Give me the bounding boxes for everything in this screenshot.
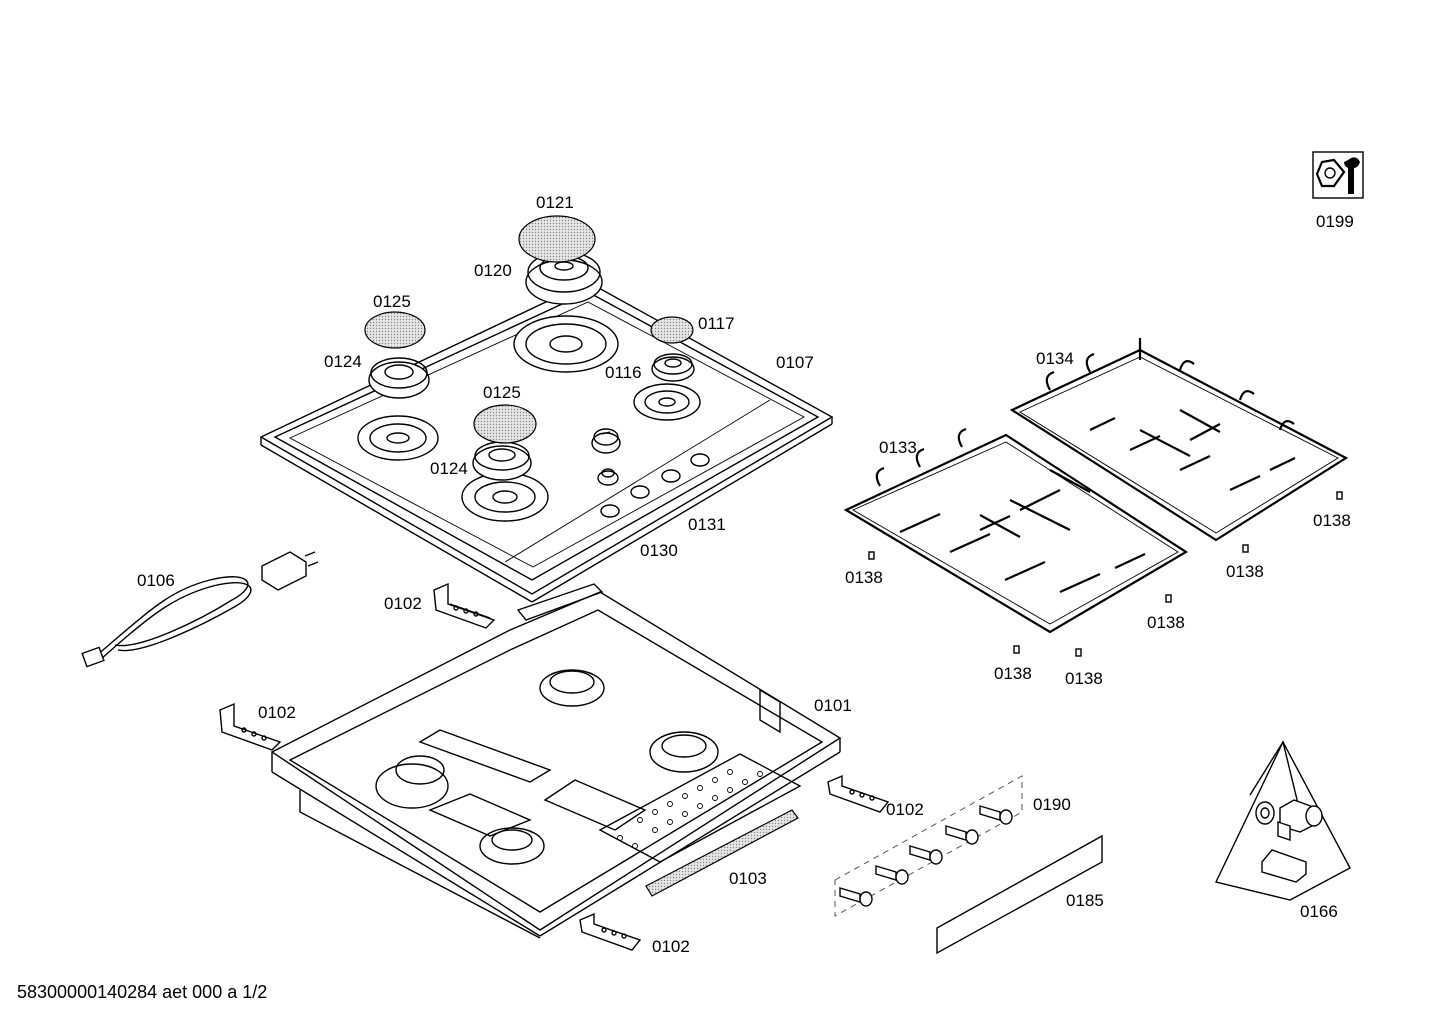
base-tray-0101 bbox=[270, 583, 842, 939]
label-0131: 0131 bbox=[688, 515, 726, 534]
document-code: 58300000140284 aet 000 a 1/2 bbox=[17, 982, 267, 1002]
label-0185: 0185 bbox=[1066, 891, 1104, 910]
label-0121: 0121 bbox=[536, 193, 574, 212]
burner-seat-left bbox=[357, 415, 439, 461]
pan-support-0133 bbox=[843, 427, 1189, 634]
label-0125-top: 0125 bbox=[373, 292, 411, 311]
label-0125-front: 0125 bbox=[483, 383, 521, 402]
seal-strip-0103 bbox=[645, 809, 799, 897]
label-0130: 0130 bbox=[640, 541, 678, 560]
control-holes-0130 bbox=[597, 453, 710, 518]
label-0124-front: 0124 bbox=[430, 459, 468, 478]
label-0101: 0101 bbox=[814, 696, 852, 715]
mounting-bracket-0102-left bbox=[219, 702, 282, 751]
label-0102-right: 0102 bbox=[886, 800, 924, 819]
label-0134: 0134 bbox=[1036, 349, 1074, 368]
label-0120: 0120 bbox=[474, 261, 512, 280]
rubber-feet-0138 bbox=[868, 491, 1343, 657]
part-labels: 0121 0120 0125 0117 0124 0116 0107 0125 … bbox=[137, 193, 1354, 956]
label-0138-e: 0138 bbox=[994, 664, 1032, 683]
wrench-nut-icon bbox=[1312, 151, 1364, 199]
label-0106: 0106 bbox=[137, 571, 175, 590]
hob-top-plate bbox=[259, 281, 834, 603]
gas-connector-kit-0166 bbox=[1214, 740, 1351, 901]
label-0103: 0103 bbox=[729, 869, 767, 888]
burner-head-0124a bbox=[368, 357, 430, 399]
burner-seat-right bbox=[633, 383, 701, 421]
label-0138-a: 0138 bbox=[845, 568, 883, 587]
label-0102-top: 0102 bbox=[384, 594, 422, 613]
label-0138-b: 0138 bbox=[1313, 511, 1351, 530]
label-0102-left: 0102 bbox=[258, 703, 296, 722]
power-cable-0106 bbox=[81, 551, 319, 668]
pan-support-0134 bbox=[1009, 338, 1349, 542]
label-0107: 0107 bbox=[776, 353, 814, 372]
burner-head-0116 bbox=[651, 353, 695, 382]
label-0138-c: 0138 bbox=[1226, 562, 1264, 581]
mounting-bracket-0102-bottom bbox=[579, 912, 642, 951]
burner-seat-large bbox=[513, 315, 619, 373]
mounting-bracket-0102-right bbox=[827, 774, 890, 813]
screw-set-0190 bbox=[834, 775, 1023, 917]
mounting-bracket-0102-top bbox=[433, 582, 496, 629]
label-0124-left: 0124 bbox=[324, 352, 362, 371]
burner-cap-0125a bbox=[364, 311, 426, 349]
burner-cap-0121 bbox=[518, 215, 596, 263]
label-0138-f: 0138 bbox=[1065, 669, 1103, 688]
label-0138-d: 0138 bbox=[1147, 613, 1185, 632]
label-0116: 0116 bbox=[605, 363, 642, 382]
control-knob-0131 bbox=[591, 428, 621, 454]
label-0190: 0190 bbox=[1033, 795, 1071, 814]
label-0133: 0133 bbox=[879, 438, 917, 457]
label-0199: 0199 bbox=[1316, 212, 1354, 231]
burner-cap-0117 bbox=[650, 316, 694, 344]
burner-cap-0125b bbox=[473, 404, 537, 444]
label-0166: 0166 bbox=[1300, 902, 1338, 921]
adhesive-strip-0185 bbox=[936, 834, 1103, 955]
label-0102-bottom: 0102 bbox=[652, 937, 690, 956]
label-0117: 0117 bbox=[698, 314, 735, 333]
